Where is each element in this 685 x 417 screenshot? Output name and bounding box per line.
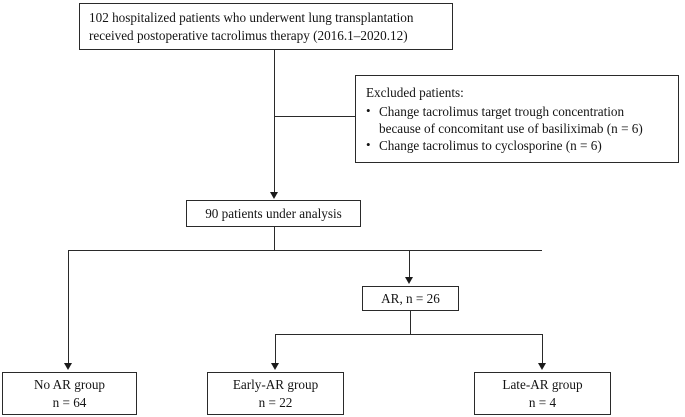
node-late-ar-group: Late-AR group n = 4	[474, 372, 611, 415]
excluded-item-1-line-2: because of concomitant use of basilixima…	[379, 120, 643, 136]
no-ar-group-label: No AR group	[33, 377, 106, 393]
node-enrolled-patients: 102 hospitalized patients who underwent …	[79, 3, 453, 50]
excluded-item-1-text: Change tacrolimus target trough concentr…	[379, 103, 643, 137]
connector-enrolled-to-analysis	[273, 50, 275, 193]
late-ar-group-count: n = 4	[528, 394, 557, 410]
connector-ar-split-bar	[275, 333, 543, 335]
excluded-item-2-text: Change tacrolimus to cyclosporine (n = 6…	[379, 137, 602, 154]
connector-ar-down	[409, 311, 411, 334]
analysis-label: 90 patients under analysis	[205, 205, 342, 221]
ar-label: AR, n = 26	[381, 290, 440, 306]
arrowhead-into-late-ar-group	[537, 363, 546, 370]
excluded-list-item: • Change tacrolimus to cyclosporine (n =…	[366, 137, 602, 154]
connector-analysis-down	[273, 227, 275, 251]
excluded-item-1-line-1: Change tacrolimus target trough concentr…	[379, 103, 625, 119]
node-patients-under-analysis: 90 patients under analysis	[186, 200, 361, 227]
arrowhead-into-early-ar-group	[270, 363, 279, 370]
early-ar-group-label: Early-AR group	[232, 377, 319, 393]
bullet-icon: •	[366, 136, 371, 152]
node-excluded-patients: Excluded patients: • Change tacrolimus t…	[355, 75, 679, 163]
late-ar-group-label: Late-AR group	[502, 377, 583, 393]
connector-split-to-ar	[408, 250, 410, 278]
enrolled-line-2: received postoperative tacrolimus therap…	[89, 27, 408, 43]
arrowhead-into-ar	[404, 277, 413, 284]
arrowhead-into-analysis	[269, 192, 278, 199]
excluded-item-2-line-1: Change tacrolimus to cyclosporine (n = 6…	[379, 137, 602, 153]
connector-ar-to-late-ar-group	[541, 334, 543, 364]
early-ar-group-count: n = 22	[258, 394, 293, 410]
enrolled-line-1: 102 hospitalized patients who underwent …	[89, 10, 414, 26]
connector-trunk-to-excluded	[274, 115, 355, 117]
connector-split-to-no-ar-group	[67, 250, 69, 364]
no-ar-group-count: n = 64	[52, 394, 87, 410]
node-no-ar-group: No AR group n = 64	[2, 372, 137, 415]
excluded-list-item: • Change tacrolimus target trough concen…	[366, 103, 643, 137]
node-early-ar-group: Early-AR group n = 22	[207, 372, 344, 415]
arrowhead-into-no-ar-group	[63, 363, 72, 370]
excluded-title: Excluded patients:	[366, 85, 464, 101]
bullet-icon: •	[366, 102, 371, 118]
connector-ar-to-early-ar-group	[274, 334, 276, 364]
connector-analysis-split-bar	[68, 249, 542, 251]
node-ar: AR, n = 26	[362, 286, 459, 311]
